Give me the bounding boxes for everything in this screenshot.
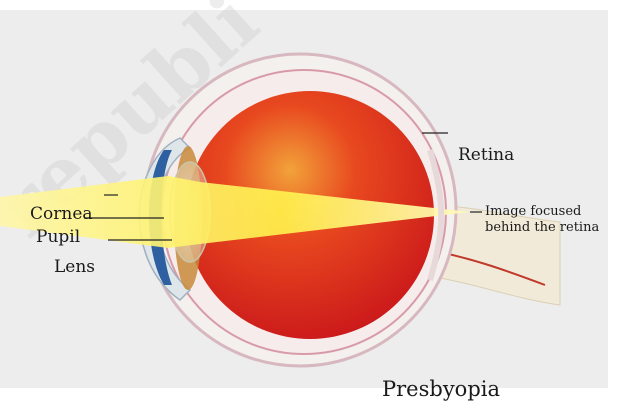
label-cornea: Cornea	[30, 206, 93, 223]
label-retina: Retina	[458, 147, 514, 164]
diagram-caption: Presbyopia	[382, 379, 500, 400]
label-image-focused: Image focused behind the retina	[485, 204, 599, 236]
label-image-line1: Image focused	[485, 204, 599, 220]
label-lens: Lens	[54, 259, 95, 276]
label-image-line2: behind the retina	[485, 220, 599, 236]
label-pupil: Pupil	[36, 229, 80, 246]
